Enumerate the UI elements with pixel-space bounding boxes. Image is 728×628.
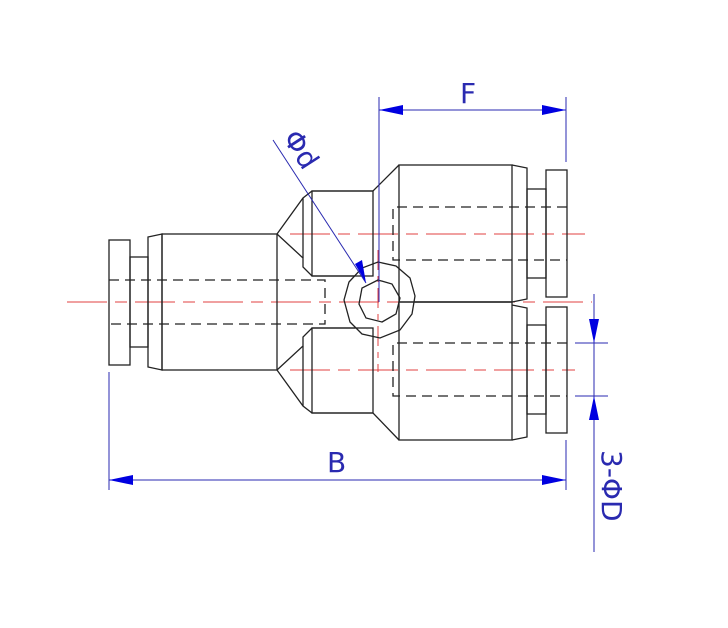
hex-inner xyxy=(358,279,401,323)
hex-outer xyxy=(343,261,416,339)
dimension-label-D: 3-ΦD xyxy=(595,450,628,522)
dimension-F: F xyxy=(378,77,567,302)
central-body xyxy=(276,164,512,441)
dimension-d: Φd xyxy=(272,124,367,284)
dimension-label-B: B xyxy=(327,446,346,479)
dimension-label-d: Φd xyxy=(276,124,325,175)
left-port xyxy=(108,233,326,371)
right-port-lower xyxy=(392,301,568,441)
dimension-B: B xyxy=(108,372,567,490)
dimension-D: 3-ΦD xyxy=(575,294,628,552)
dimension-label-F: F xyxy=(460,77,476,110)
right-port-upper xyxy=(392,164,568,303)
centerlines xyxy=(67,233,592,372)
